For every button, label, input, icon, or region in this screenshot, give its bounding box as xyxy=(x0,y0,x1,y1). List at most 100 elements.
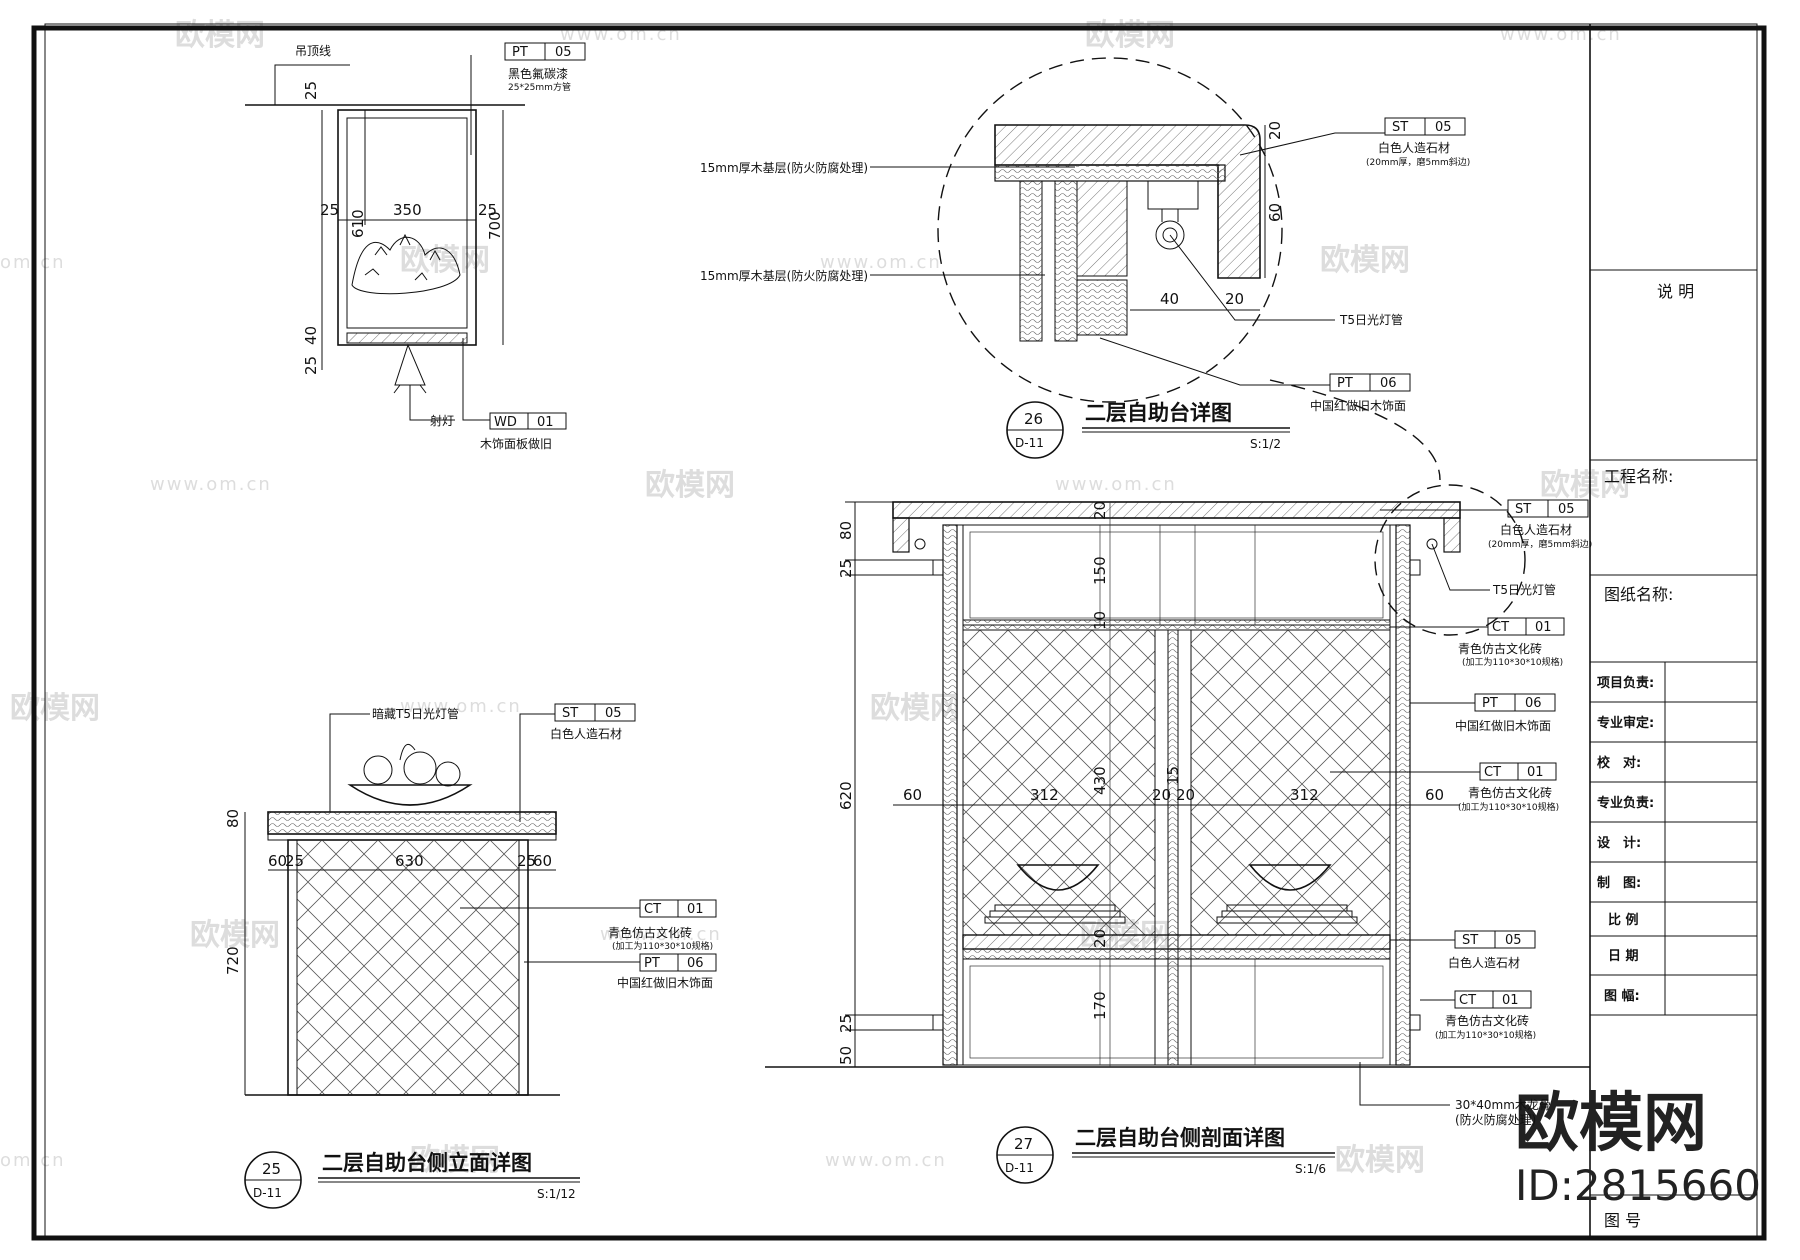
note-board2: 15mm厚木基层(防火防腐处理) xyxy=(700,268,868,283)
note-lamp: T5日光灯管 xyxy=(1339,312,1403,327)
dim-b2: 25 xyxy=(302,356,320,375)
note-st: 白色人造石材 xyxy=(550,726,622,741)
note-pipe: 25*25mm方管 xyxy=(508,81,571,93)
detail-scale: S:1/6 xyxy=(1295,1162,1326,1176)
detail-number: 26 xyxy=(1024,410,1043,428)
dim-h20: 20 xyxy=(1152,786,1171,804)
dim-c10: 10 xyxy=(1091,611,1109,630)
detail-sheet: D-11 xyxy=(1015,436,1044,450)
dim-v25: 25 xyxy=(837,559,855,578)
note-frame-sub: (防火防腐处理) xyxy=(1455,1112,1536,1127)
dim-c170: 170 xyxy=(1091,991,1109,1020)
watermark-brand: 欧模网 xyxy=(190,918,280,953)
dim-v80: 80 xyxy=(837,521,855,540)
tag-pt-no: 06 xyxy=(1525,696,1542,711)
dim-h20b: 20 xyxy=(1176,786,1195,804)
note-ceiling: 吊顶线 xyxy=(295,44,331,58)
dim-v25b: 25 xyxy=(837,1014,855,1033)
tag-ct: CT xyxy=(1492,620,1509,635)
tag-ct-no: 01 xyxy=(687,902,704,917)
tb-row: 专业审定: xyxy=(1597,715,1654,731)
dim-a: 60 xyxy=(268,852,287,870)
note-ct3: 青色仿古文化砖 xyxy=(1445,1013,1529,1028)
dim-top: 25 xyxy=(302,81,320,100)
detail-25: 80 720 60 25 630 25 60 暗藏T5日光灯管 ST 05 白色… xyxy=(224,703,717,1209)
brand-id: ID:2815660 xyxy=(1515,1161,1761,1210)
detail-scale: S:1/12 xyxy=(537,1187,576,1201)
tag-wd: WD xyxy=(494,415,517,430)
note-ct-sub: (加工为110*30*10规格) xyxy=(612,940,713,952)
dim-c430: 430 xyxy=(1091,766,1109,795)
watermark-brand: 欧模网 xyxy=(410,1143,500,1178)
detail-circle xyxy=(937,57,1283,403)
dim-h60: 60 xyxy=(903,786,922,804)
note-st: 白色人造石材 xyxy=(1500,522,1572,537)
tag-st: ST xyxy=(1515,502,1531,517)
tb-row: 项目负责: xyxy=(1597,675,1654,691)
note-wood: 木饰面板做旧 xyxy=(480,436,552,451)
tag-st: ST xyxy=(562,706,578,721)
detail-sheet: D-11 xyxy=(1005,1161,1034,1175)
detail-title: 二层自助台详图 xyxy=(1085,401,1232,425)
dim-40: 40 xyxy=(1160,290,1179,308)
watermark-brand: 欧模网 xyxy=(1320,243,1410,278)
tag-st-no: 05 xyxy=(1435,120,1452,135)
watermark-url: www.om.cn xyxy=(150,474,272,495)
ceiling-light-detail: 吊顶线 25 25 40 25 350 25 610 700 PT 05 黑色氟… xyxy=(245,42,586,451)
drawing-no-label: 图 号 xyxy=(1604,1211,1641,1230)
watermark-url: www.om.cn xyxy=(600,924,722,945)
sheet-border xyxy=(31,25,1767,1241)
watermark-url: www.om.cn xyxy=(820,252,942,273)
note-ct2: 青色仿古文化砖 xyxy=(1468,785,1552,800)
tb-row: 专业负责: xyxy=(1597,795,1654,811)
drawing-name-label: 图纸名称: xyxy=(1604,585,1673,604)
tag-ct-no: 01 xyxy=(1527,765,1544,780)
dim-c20b: 20 xyxy=(1091,929,1109,948)
tag-pt: PT xyxy=(644,956,660,971)
tag-st-no: 05 xyxy=(1558,502,1575,517)
dim-c: 25 xyxy=(517,852,536,870)
note-st-sub: (20mm厚，磨5mm斜边) xyxy=(1488,538,1592,550)
detail-title: 二层自助台侧立面详图 xyxy=(322,1151,532,1175)
note-ct: 青色仿古文化砖 xyxy=(1458,641,1542,656)
tag-st: ST xyxy=(1392,120,1408,135)
dim-h312: 312 xyxy=(1030,786,1059,804)
watermark-url: www.om.cn xyxy=(400,696,522,717)
tb-row: 设 计: xyxy=(1597,835,1641,851)
inner-border xyxy=(44,23,1758,1240)
watermark-brand: 欧模网 xyxy=(1085,18,1175,53)
title-block-rows: 项目负责: 专业审定: 校 对: 专业负责: 设 计: 制 图: 比 例 日 期… xyxy=(1590,675,1757,1016)
watermark-url: www.om.cn xyxy=(1055,474,1177,495)
tag-wd-no: 01 xyxy=(537,415,554,430)
note-lamp: T5日光灯管 xyxy=(1492,582,1556,597)
tag-ct: CT xyxy=(644,902,661,917)
tag-ct: CT xyxy=(1484,765,1501,780)
watermark-brand: 欧模网 xyxy=(10,691,100,726)
tag-st-no: 05 xyxy=(605,706,622,721)
notes-heading: 说 明 xyxy=(1657,282,1694,301)
note-ct2-sub: (加工为110*30*10规格) xyxy=(1458,801,1559,813)
note-st-sub: (20mm厚，磨5mm斜边) xyxy=(1366,156,1470,168)
tag-st-no: 05 xyxy=(1505,933,1522,948)
tag-pt-no: 06 xyxy=(1380,376,1397,391)
tag-ct: CT xyxy=(1459,993,1476,1008)
dim-b1: 40 xyxy=(302,326,320,345)
watermark-layer: 欧模网 www.om.cn 欧模网 www.om.cn om.cn 欧模网 ww… xyxy=(0,18,1630,1178)
tag-ct-no: 01 xyxy=(1502,993,1519,1008)
dim-left: 25 xyxy=(320,201,339,219)
note-st2: 白色人造石材 xyxy=(1448,955,1520,970)
dim-20b: 20 xyxy=(1225,290,1244,308)
watermark-brand: 欧模网 xyxy=(175,18,265,53)
note-pt: 中国红做旧木饰面 xyxy=(1310,398,1406,413)
watermark-brand: 欧模网 xyxy=(645,468,735,503)
dim-right: 25 xyxy=(478,201,497,219)
tb-row: 图 幅: xyxy=(1604,988,1640,1004)
dim-inner: 610 xyxy=(349,209,367,238)
dim-c20: 20 xyxy=(1091,501,1109,520)
note-st: 白色人造石材 xyxy=(1378,140,1450,155)
note-pt: 中国红做旧木饰面 xyxy=(1455,718,1551,733)
dim-w: 630 xyxy=(395,852,424,870)
tag-pt-no: 06 xyxy=(687,956,704,971)
watermark-brand: 欧模网 xyxy=(1335,1143,1425,1178)
